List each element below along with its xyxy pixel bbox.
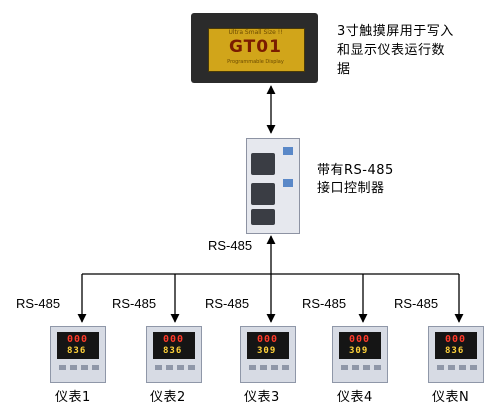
rs485-controller	[246, 138, 300, 234]
meter-key	[470, 365, 477, 370]
rs485-label-1: RS-485	[16, 296, 61, 311]
meter-key	[177, 365, 184, 370]
hmi-display	[208, 28, 305, 72]
hmi-model-label: GT01	[229, 37, 282, 57]
meter-key	[249, 365, 256, 370]
hmi-caption-line2: 和显示仪表运行数	[337, 43, 446, 58]
meter-n-name: 仪表N	[432, 390, 470, 405]
meter-key	[448, 365, 455, 370]
controller-port	[283, 179, 293, 187]
controller-panel-top	[251, 153, 275, 175]
controller-panel-mid	[251, 183, 275, 205]
meter-bottom-readout: 309	[257, 346, 277, 356]
meter-4-name: 仪表4	[337, 390, 373, 405]
hmi-caption-line1: 3寸触摸屏用于写入	[337, 24, 454, 39]
controller-bus-label: RS-485	[208, 238, 253, 253]
meter-display	[57, 332, 99, 359]
meter-4: 000 309	[332, 326, 388, 383]
meter-top-readout: 000	[67, 334, 89, 345]
meter-bottom-readout: 836	[445, 346, 465, 356]
meter-key	[271, 365, 278, 370]
meter-key	[92, 365, 99, 370]
controller-caption-line2: 接口控制器	[317, 181, 385, 196]
hmi-brand-line: Ultra Small Size !!	[228, 29, 283, 36]
meter-key	[188, 365, 195, 370]
meter-key	[260, 365, 267, 370]
meter-bottom-readout: 836	[67, 346, 87, 356]
meter-key	[282, 365, 289, 370]
meter-display	[339, 332, 381, 359]
meter-1: 000 836	[50, 326, 106, 383]
meter-key	[341, 365, 348, 370]
meter-3: 000 309	[240, 326, 296, 383]
controller-port	[283, 147, 293, 155]
meter-2: 000 836	[146, 326, 202, 383]
meter-1-name: 仪表1	[55, 390, 91, 405]
meter-key	[59, 365, 66, 370]
meter-bottom-readout: 309	[349, 346, 369, 356]
meter-key	[459, 365, 466, 370]
meter-key	[363, 365, 370, 370]
meter-key	[155, 365, 162, 370]
meter-top-readout: 000	[445, 334, 467, 345]
meter-key	[70, 365, 77, 370]
meter-key	[352, 365, 359, 370]
meter-top-readout: 000	[349, 334, 371, 345]
meter-key	[81, 365, 88, 370]
meter-3-name: 仪表3	[244, 390, 280, 405]
controller-panel-bottom	[251, 209, 275, 225]
rs485-label-2: RS-485	[112, 296, 157, 311]
rs485-label-3: RS-485	[205, 296, 250, 311]
meter-display	[435, 332, 477, 359]
hmi-sub-line: Programmable Display	[227, 59, 284, 65]
rs485-label-5: RS-485	[394, 296, 439, 311]
meter-top-readout: 000	[257, 334, 279, 345]
meter-2-name: 仪表2	[150, 390, 186, 405]
controller-caption-line1: 带有RS-485	[317, 163, 394, 178]
meter-bottom-readout: 836	[163, 346, 183, 356]
meter-display	[153, 332, 195, 359]
meter-n: 000 836	[428, 326, 484, 383]
meter-display	[247, 332, 289, 359]
meter-key	[437, 365, 444, 370]
hmi-caption-line3: 据	[337, 62, 351, 77]
meter-top-readout: 000	[163, 334, 185, 345]
meter-key	[374, 365, 381, 370]
rs485-label-4: RS-485	[302, 296, 347, 311]
meter-key	[166, 365, 173, 370]
